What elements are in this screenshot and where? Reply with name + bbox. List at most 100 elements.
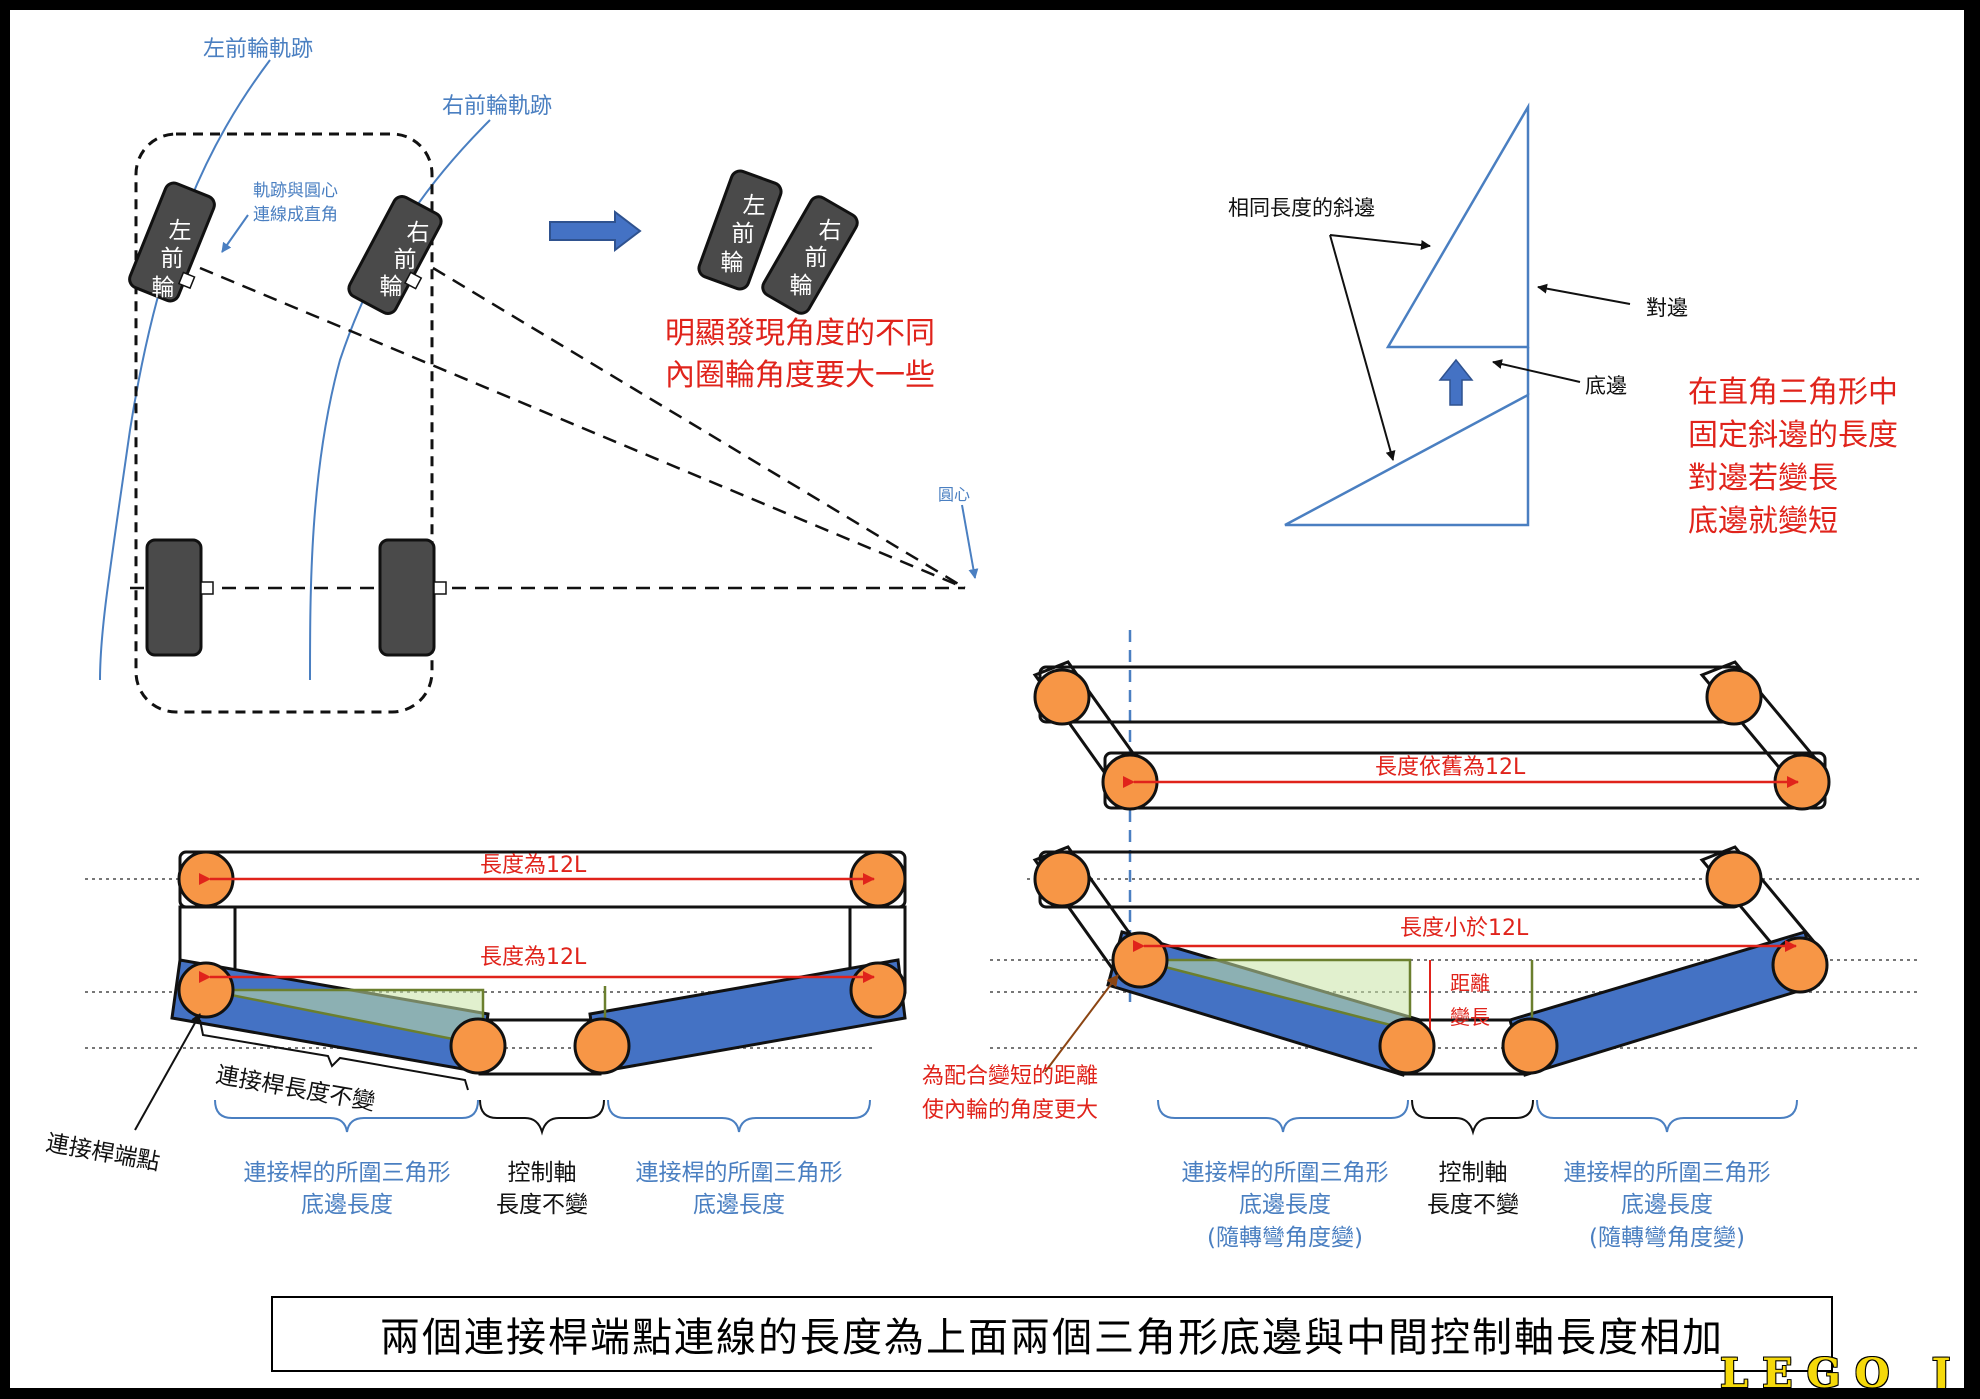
bracket-right — [607, 1099, 871, 1133]
bracket-mid-label: 長度不變 — [496, 1192, 588, 1218]
note-pointer — [1044, 974, 1119, 1073]
distance-label: 變長 — [1450, 1005, 1490, 1029]
left-track-label: 左前輪軌跡 — [203, 37, 313, 62]
right-track-label: 右前輪軌跡 — [442, 94, 552, 119]
diagram-canvas: 左 前 輪 右 前 輪 左前輪軌跡 右前輪軌跡 軌跡與圓心 連線成直角 圓心 左… — [44, 37, 1920, 1251]
linkage-straight: 長度為12L 長度為12L 連接桿長度不變 連接桿端點 連接桿的所圍三角形 底邊… — [44, 850, 907, 1218]
right-wheel-char: 右 — [407, 220, 430, 246]
adjust-note: 為配合變短的距離 — [922, 1064, 1098, 1089]
left-wheel-radius-line — [199, 266, 966, 590]
joint — [449, 1017, 507, 1075]
distance-label: 距離 — [1450, 971, 1490, 995]
linkage-turned: 長度依舊為12L 長度小於12L 距離 變長 為配合變短的距離 使內輪的角度更大… — [922, 630, 1920, 1251]
rod-length-brace — [199, 1019, 469, 1091]
summary-caption: 兩個連接桿端點連線的長度為上面兩個三角形底邊與中間控制軸長度相加 — [271, 1296, 1833, 1372]
right-wheel-radius-line — [432, 266, 966, 590]
rod-triangle — [205, 988, 485, 1047]
endpoint-pointer — [134, 1013, 201, 1131]
compare-right-char: 右 — [819, 218, 842, 244]
angle-note: 內圈輪角度要大一些 — [665, 358, 935, 393]
compare-right-wheel — [761, 195, 859, 315]
length-label: 長度小於12L — [1400, 916, 1529, 941]
joint — [1111, 931, 1169, 989]
rule-line: 固定斜邊的長度 — [1688, 418, 1898, 453]
right-arrow-icon — [549, 209, 642, 253]
joint — [849, 961, 907, 1019]
joint — [1033, 668, 1091, 726]
hypotenuse-label: 相同長度的斜邊 — [1228, 196, 1375, 220]
center-label: 圓心 — [938, 485, 970, 504]
length-label: 長度依舊為12L — [1375, 755, 1526, 780]
tie-rod-lower — [1038, 850, 1742, 909]
length-label: 長度為12L — [480, 853, 587, 878]
bracket-right-label: 底邊長度 — [693, 1192, 785, 1218]
adjust-note: 使內輪的角度更大 — [922, 1098, 1098, 1123]
bracket-mid-turned — [1411, 1099, 1534, 1136]
rule-line: 對邊若變長 — [1688, 461, 1838, 496]
bracket-mid-label: 控制軸 — [508, 1160, 577, 1186]
compare-left-char: 前 — [732, 221, 755, 247]
lego-jl-logo: LEGO JL — [1720, 1350, 1964, 1388]
right-wheel-char: 輪 — [380, 274, 403, 300]
joint — [1705, 850, 1763, 908]
bracket-mid-label: 控制軸 — [1439, 1160, 1508, 1186]
bracket-right-label: 連接桿的所圍三角形 — [1564, 1160, 1771, 1186]
opposite-pointer — [1537, 283, 1631, 305]
left-rear-wheel-marker — [200, 581, 214, 595]
left-wheel-char: 輪 — [152, 275, 175, 301]
triangle-diagram: 相同長度的斜邊 對邊 底邊 在直角三角形中 固定斜邊的長度 對邊若變長 底邊就變… — [1228, 102, 1898, 539]
joint — [1501, 1017, 1559, 1075]
bracket-left-turned — [1157, 1099, 1409, 1133]
right-rear-wheel-marker — [433, 581, 447, 595]
joint — [1378, 1017, 1436, 1075]
angle-note: 明顯發現角度的不同 — [665, 316, 935, 351]
right-angle-note: 軌跡與圓心 — [253, 181, 338, 201]
joint — [1705, 668, 1763, 726]
car-body-outline — [134, 132, 434, 714]
diagram-frame: 左 前 輪 右 前 輪 左前輪軌跡 右前輪軌跡 軌跡與圓心 連線成直角 圓心 左… — [10, 10, 1964, 1388]
endpoint-label: 連接桿端點 — [44, 1130, 162, 1176]
bracket-right-label: 連接桿的所圍三角形 — [636, 1160, 843, 1186]
bracket-mid-label: 長度不變 — [1427, 1192, 1519, 1218]
right-front-wheel — [347, 195, 443, 315]
tall-triangle — [1385, 102, 1530, 349]
bracket-left-label: 底邊長度 — [301, 1192, 393, 1218]
bracket-left-label: (隨轉彎角度變) — [1207, 1225, 1363, 1251]
compare-left-wheel — [697, 169, 783, 291]
bracket-left-label: 連接桿的所圍三角形 — [244, 1160, 451, 1186]
left-rear-wheel — [145, 538, 203, 657]
compare-left-char: 左 — [743, 193, 766, 219]
car-diagram: 左 前 輪 右 前 輪 左前輪軌跡 右前輪軌跡 軌跡與圓心 連線成直角 圓心 — [99, 37, 979, 714]
hypotenuse-pointer-bottom — [1329, 234, 1396, 461]
rule-line: 在直角三角形中 — [1688, 375, 1898, 410]
rod-constant-label: 連接桿長度不變 — [214, 1062, 377, 1116]
length-label: 長度為12L — [480, 945, 587, 970]
bracket-left — [214, 1099, 479, 1133]
joint — [573, 1017, 631, 1075]
wheel-comparison: 左 前 輪 右 前 輪 明顯發現角度的不同 內圈輪角度要大一些 — [549, 169, 935, 393]
compare-right-char: 輪 — [790, 273, 813, 299]
base-pointer — [1492, 359, 1581, 383]
right-angle-note: 連線成直角 — [253, 205, 338, 225]
bracket-mid — [479, 1099, 605, 1136]
hypotenuse-pointer-top — [1329, 234, 1431, 250]
right-wheel-track — [309, 119, 491, 681]
flat-triangle — [1284, 392, 1530, 527]
rod-triangle-turned — [1137, 958, 1412, 1032]
left-wheel-char: 左 — [169, 218, 192, 244]
center-pointer — [961, 504, 979, 579]
bracket-left-label: 連接桿的所圍三角形 — [1182, 1160, 1389, 1186]
bracket-right-label: (隨轉彎角度變) — [1589, 1225, 1745, 1251]
rule-line: 底邊就變短 — [1688, 504, 1838, 539]
compare-right-char: 前 — [805, 245, 828, 271]
left-front-wheel — [128, 181, 216, 303]
joint — [1033, 850, 1091, 908]
compare-left-char: 輪 — [721, 250, 744, 276]
bracket-right-label: 底邊長度 — [1621, 1192, 1713, 1218]
left-wheel-char: 前 — [161, 246, 184, 272]
base-label: 底邊 — [1585, 374, 1627, 398]
up-arrow-icon — [1438, 358, 1474, 406]
right-angle-pointer — [221, 214, 249, 253]
right-rear-wheel — [378, 538, 436, 657]
joint — [177, 961, 235, 1019]
